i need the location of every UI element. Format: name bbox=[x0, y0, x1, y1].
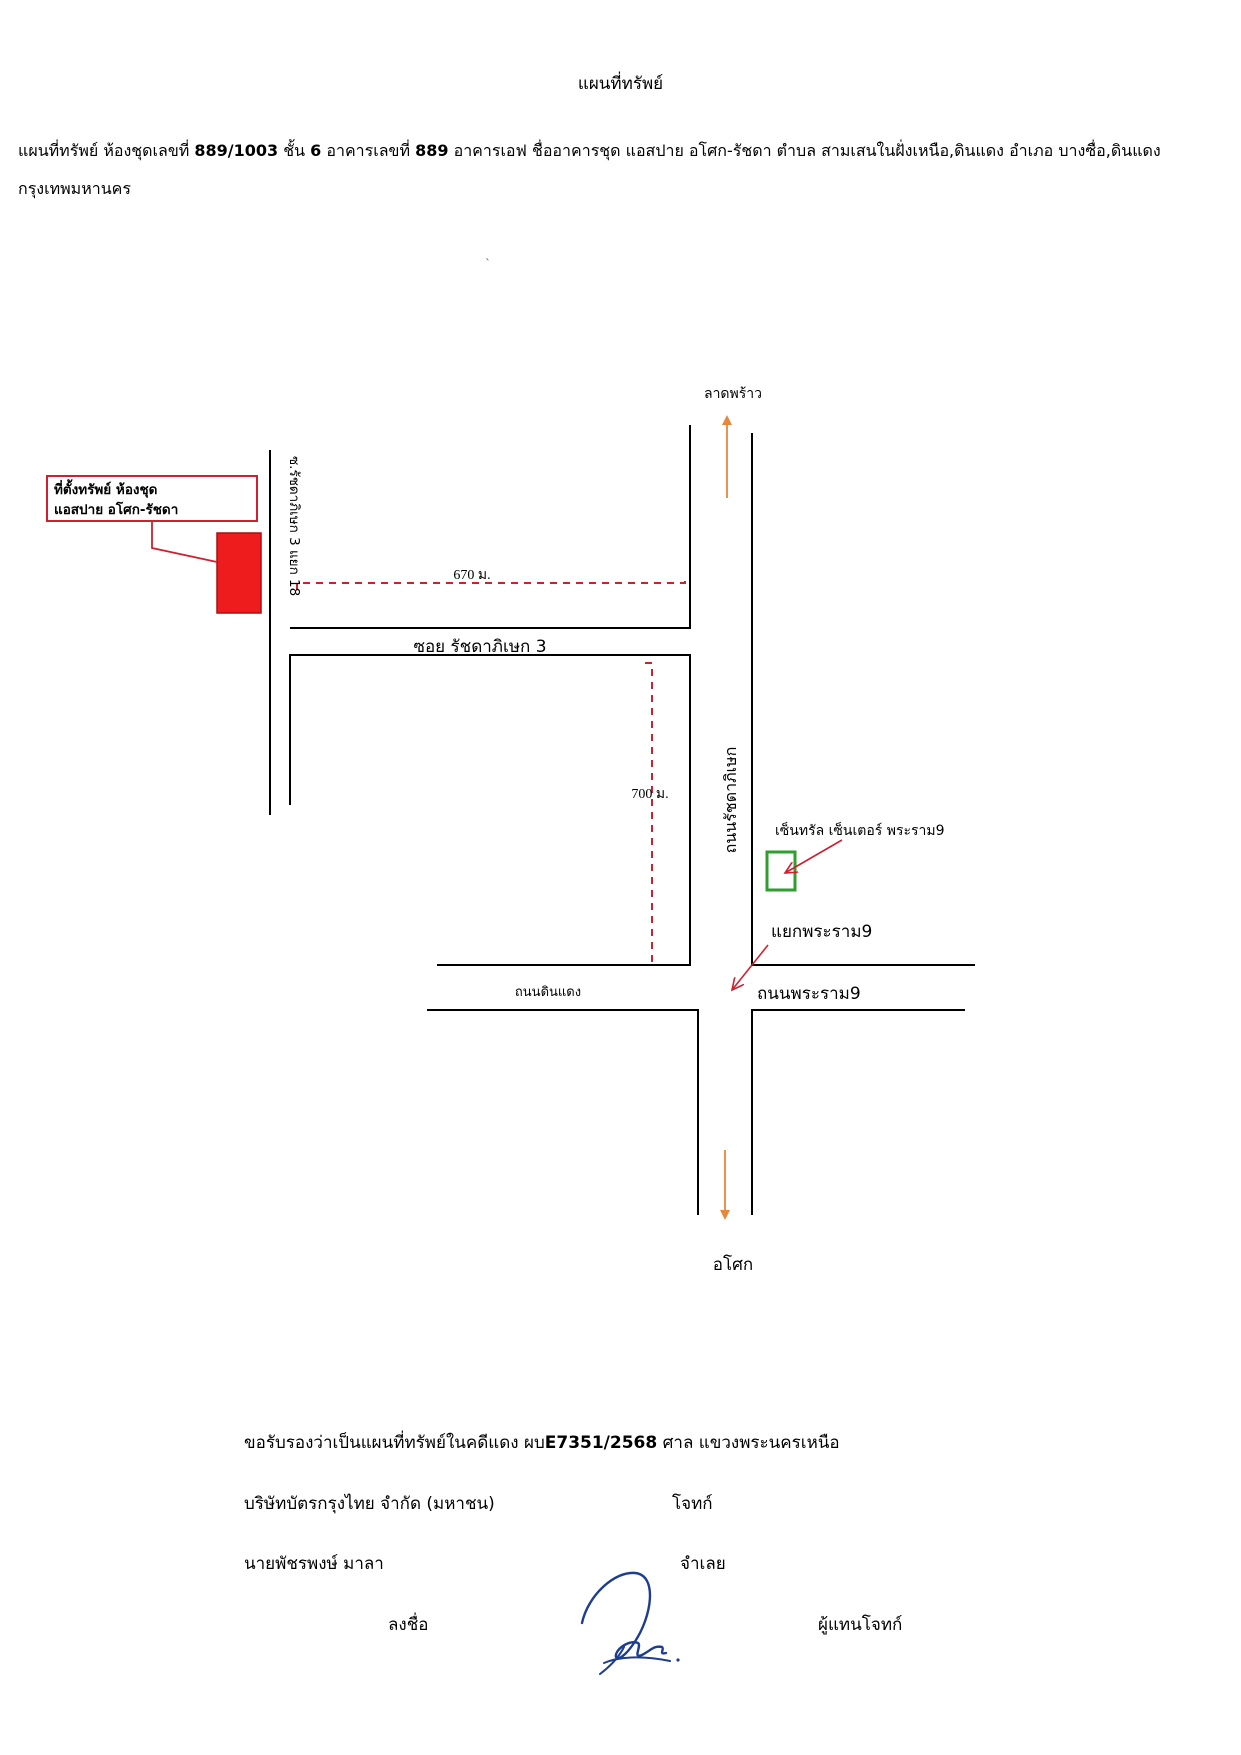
junction-label: แยกพระราม9 bbox=[771, 922, 872, 942]
defendant-role: จำเลย bbox=[680, 1554, 726, 1574]
soi-road-south-edge bbox=[289, 654, 691, 966]
building-number: 889 bbox=[415, 141, 449, 160]
case-number: E7351/2568 bbox=[544, 1433, 658, 1453]
signature bbox=[580, 1571, 680, 1675]
property-marker bbox=[216, 532, 262, 614]
sign-label: ลงชื่อ bbox=[388, 1615, 429, 1635]
south-destination-label: อโศก bbox=[713, 1254, 753, 1275]
document-title: แผนที่ทรัพย์ bbox=[577, 74, 664, 94]
unit-number: 889/1003 bbox=[194, 141, 279, 160]
dindaeng-road-south-edge bbox=[427, 1009, 699, 1215]
property-description: แผนที่ทรัพย์ ห้องชุดเลขที่ 889/1003 ชั้น… bbox=[18, 132, 1218, 208]
defendant-name: นายพัชรพงษ์ มาลา bbox=[244, 1554, 384, 1574]
plaintiff-role: โจทก์ bbox=[672, 1494, 713, 1514]
vertical-distance-line bbox=[645, 662, 653, 965]
cert-court: ศาล แขวงพระนครเหนือ bbox=[657, 1433, 840, 1453]
cert-prefix: ขอรับรองว่าเป็นแผนที่ทรัพย์ในคดีแดง ผบ bbox=[244, 1433, 545, 1453]
dindaeng-road-label: ถนนดินแดง bbox=[515, 985, 581, 1000]
desc-rest: อาคารเอฟ ชื่ออาคารชุด แอสปาย อโศก-รัชดา … bbox=[18, 141, 1161, 198]
landmark-marker bbox=[765, 850, 797, 892]
plaintiff-name: บริษัทบัตรกรุงไทย จำกัด (มหาชน) bbox=[244, 1494, 495, 1514]
main-road-label: ถนนรัชดาภิเษก bbox=[721, 747, 740, 854]
rama9-road-south-edge bbox=[751, 1009, 965, 1215]
desc-floor-label: ชั้น bbox=[278, 141, 311, 160]
signer-role: ผู้แทนโจทก์ bbox=[818, 1615, 903, 1635]
horizontal-distance-line bbox=[296, 576, 686, 590]
soi-road-north-edge bbox=[290, 425, 691, 629]
property-label-line2: แอสปาย อโศก-รัชดา bbox=[54, 500, 178, 518]
floor-number: 6 bbox=[310, 141, 322, 160]
desc-building-label: อาคารเลขที่ bbox=[321, 141, 416, 160]
side-soi-label: ซ.รัชดาภิเษก 3 แยก 18 bbox=[286, 456, 302, 596]
landmark-label: เซ็นทรัล เซ็นเตอร์ พระราม9 bbox=[775, 821, 945, 839]
vertical-distance-label: 700 ม. bbox=[631, 787, 668, 802]
location-map: ลาดพร้าว อโศก ที่ตั้งทรัพย์ ห้องชุด แอสป… bbox=[46, 257, 975, 1275]
desc-prefix: แผนที่ทรัพย์ ห้องชุดเลขที่ bbox=[18, 141, 195, 160]
junction-pointer-arrow bbox=[732, 944, 769, 990]
property-pointer-line bbox=[151, 521, 218, 563]
stray-mark: ` bbox=[485, 257, 491, 271]
north-destination-label: ลาดพร้าว bbox=[704, 386, 762, 402]
landmark-pointer-arrow bbox=[785, 839, 843, 873]
certification-line: ขอรับรองว่าเป็นแผนที่ทรัพย์ในคดีแดง ผบE7… bbox=[244, 1429, 840, 1456]
rama9-road-label: ถนนพระราม9 bbox=[757, 984, 861, 1004]
main-road-east-edge bbox=[751, 433, 975, 966]
property-label-line1: ที่ตั้งทรัพย์ ห้องชุด bbox=[54, 479, 157, 498]
soi-road-label: ซอย รัชดาภิเษก 3 bbox=[413, 637, 546, 657]
horizontal-distance-label: 670 ม. bbox=[453, 568, 490, 583]
property-label-box bbox=[46, 475, 258, 522]
